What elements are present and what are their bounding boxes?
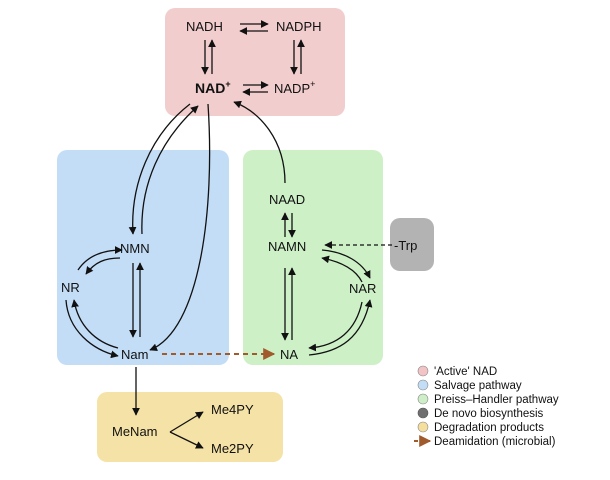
node-naad: NAAD: [269, 192, 305, 207]
node-menam: MeNam: [112, 424, 158, 439]
legend-label-active-nad: 'Active' NAD: [434, 366, 497, 378]
legend-label-de-novo: De novo biosynthesis: [434, 408, 544, 420]
node-namn: NAMN: [268, 239, 306, 254]
legend-label-degradation: Degradation products: [434, 422, 544, 434]
preiss-handler-box: [243, 150, 383, 365]
node-nad-text: NAD: [195, 80, 225, 96]
node-nmn: NMN: [120, 241, 150, 256]
legend-swatch-salvage: [417, 379, 429, 391]
node-nadp: NADP+: [274, 79, 315, 96]
node-nadp-sup: +: [310, 79, 315, 89]
salvage-pathway-box: [57, 150, 229, 365]
legend: 'Active' NAD Salvage pathway Preiss–Hand…: [414, 365, 559, 448]
node-nar: NAR: [349, 281, 376, 296]
node-me2py: Me2PY: [211, 441, 254, 456]
node-na: NA: [280, 347, 298, 362]
de-novo-box: [390, 218, 434, 271]
legend-label-salvage: Salvage pathway: [434, 380, 522, 392]
node-trp: -Trp: [394, 238, 417, 253]
node-nad-sup: +: [225, 79, 230, 89]
legend-swatch-preiss-handler: [417, 393, 429, 405]
node-trp-text: Trp: [398, 238, 417, 253]
node-nr: NR: [61, 280, 80, 295]
legend-swatch-de-novo: [417, 407, 429, 419]
node-nadh: NADH: [186, 19, 223, 34]
node-nadp-text: NADP: [274, 81, 310, 96]
nad-interconversion-arrows: [201, 20, 305, 96]
node-nad: NAD+: [195, 79, 231, 96]
node-nam: Nam: [121, 347, 148, 362]
pathway-arrows: [65, 100, 373, 449]
legend-label-deamidation: Deamidation (microbial): [434, 436, 556, 448]
legend-swatch-degradation: [417, 421, 429, 433]
node-nadph: NADPH: [276, 19, 322, 34]
degradation-box: [97, 392, 283, 462]
legend-swatch-active-nad: [417, 365, 429, 377]
node-me4py: Me4PY: [211, 402, 254, 417]
active-nad-box: [165, 8, 345, 116]
legend-label-preiss-handler: Preiss–Handler pathway: [434, 394, 559, 406]
